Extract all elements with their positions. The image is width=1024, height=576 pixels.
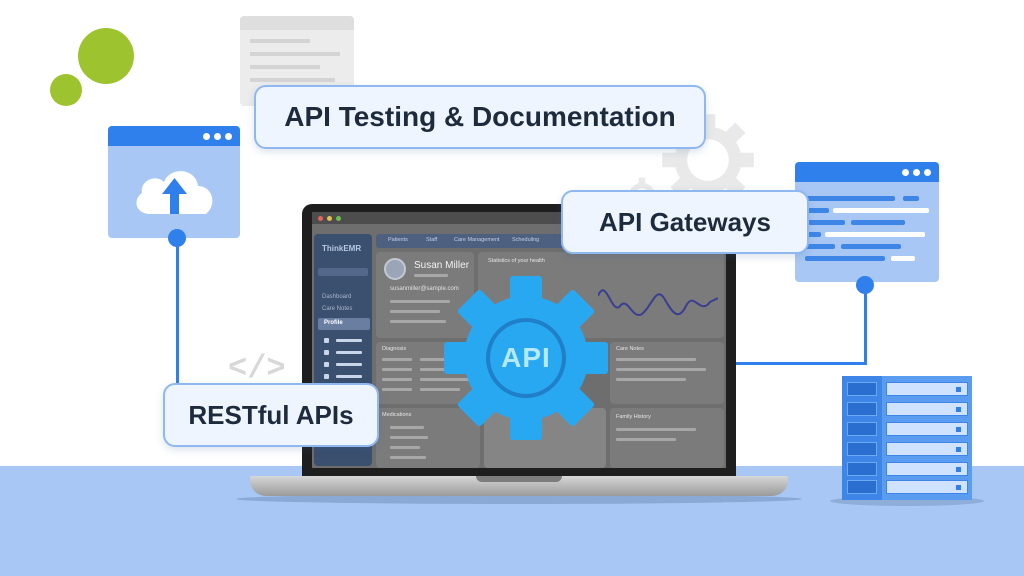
family-history-title: Family History <box>616 414 651 420</box>
medications-title: Medications <box>382 412 412 418</box>
center-card <box>484 408 606 468</box>
api-testing-label: API Testing & Documentation <box>254 85 706 149</box>
statistics-title: Statistics of your health <box>488 258 545 264</box>
sidebar-item-care-notes[interactable]: Care Notes <box>322 306 353 312</box>
api-gateways-label: API Gateways <box>561 190 809 254</box>
green-dot-small <box>50 74 82 106</box>
gear-icon <box>444 276 608 440</box>
laptop-base <box>250 476 788 496</box>
restful-apis-label: RESTful APIs <box>163 383 379 447</box>
diagnosis-title: Diagnosis <box>382 346 407 352</box>
sidebar-item-profile[interactable]: Profile <box>324 320 343 326</box>
code-icon: </> <box>228 350 286 387</box>
health-line-chart <box>598 289 718 316</box>
sidebar-item-active-bg <box>318 318 370 330</box>
nav-patients[interactable]: Patients <box>388 237 408 243</box>
server-icon <box>842 376 972 500</box>
green-dot-large <box>78 28 134 84</box>
sidebar-item-dashboard[interactable]: Dashboard <box>322 294 352 300</box>
cloud-upload-window <box>108 126 240 238</box>
profile-card: Susan Miller susanmiller@sample.com <box>376 252 474 338</box>
connector-node-right <box>856 276 874 294</box>
care-notes-card: Care Notes <box>610 342 724 404</box>
code-document-window <box>795 162 939 282</box>
nav-scheduling[interactable]: Scheduling <box>512 237 540 243</box>
laptop-shadow <box>236 494 802 504</box>
laptop-notch <box>476 476 562 482</box>
server-shadow <box>830 496 984 506</box>
gear-label: API <box>501 342 551 373</box>
medications-card: Medications <box>376 408 480 468</box>
sidebar-search[interactable] <box>318 268 368 276</box>
nav-staff[interactable]: Staff <box>426 237 438 243</box>
care-notes-title: Care Notes <box>616 346 644 352</box>
connector-line-right-vertical <box>864 282 867 364</box>
connector-node-left <box>168 229 186 247</box>
profile-email: susanmiller@sample.com <box>390 286 459 292</box>
family-history-card: Family History <box>610 408 724 468</box>
nav-care-management[interactable]: Care Management <box>454 237 500 243</box>
avatar <box>384 258 406 280</box>
api-gear: API <box>438 270 614 446</box>
emr-logo: ThinkEMR <box>322 244 362 253</box>
profile-name: Susan Miller <box>414 260 470 271</box>
cloud-upload-icon <box>136 171 213 214</box>
connector-line-left <box>176 238 179 388</box>
